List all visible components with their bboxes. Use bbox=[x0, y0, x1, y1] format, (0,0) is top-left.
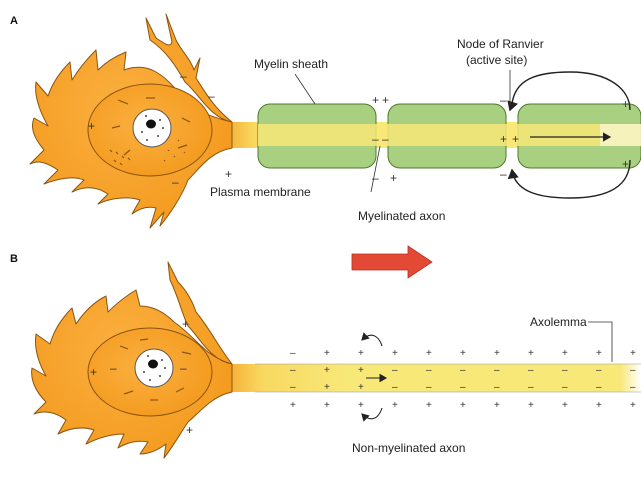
minus-charge: – bbox=[528, 382, 534, 393]
svg-text:+: + bbox=[182, 317, 189, 331]
minus-charge: – bbox=[460, 382, 466, 393]
plus-charge: + bbox=[358, 382, 364, 393]
minus-charge: – bbox=[426, 365, 432, 376]
svg-text:–: – bbox=[110, 361, 117, 375]
direction-arrow bbox=[352, 246, 432, 278]
local-current-lower bbox=[362, 408, 382, 419]
neuron-a-nucleus bbox=[133, 109, 171, 147]
minus-charge: – bbox=[630, 382, 636, 393]
plus-charge: + bbox=[392, 400, 398, 411]
minus-charge: – bbox=[494, 365, 500, 376]
plus-charge: + bbox=[324, 348, 330, 359]
neuron-a bbox=[30, 14, 232, 228]
minus-charge: – bbox=[426, 382, 432, 393]
svg-text:+: + bbox=[500, 132, 507, 146]
label-myelin-sheath: Myelin sheath bbox=[254, 57, 328, 71]
svg-text:+: + bbox=[512, 132, 519, 146]
svg-text:–: – bbox=[208, 89, 215, 103]
neuron-b-nucleus bbox=[135, 349, 173, 387]
minus-charge: – bbox=[630, 365, 636, 376]
svg-text:–: – bbox=[500, 93, 507, 107]
plus-charge: + bbox=[426, 348, 432, 359]
plus-charge: + bbox=[494, 400, 500, 411]
svg-text:–: – bbox=[382, 132, 389, 146]
minus-charge: – bbox=[528, 365, 534, 376]
plus-charge: + bbox=[324, 365, 330, 376]
minus-charge: – bbox=[290, 365, 296, 376]
plus-charge: + bbox=[528, 400, 534, 411]
svg-text:+: + bbox=[88, 119, 95, 133]
plus-charge: + bbox=[358, 365, 364, 376]
plus-charge: + bbox=[460, 400, 466, 411]
label-plasma-membrane: Plasma membrane bbox=[210, 185, 311, 199]
plus-charge: + bbox=[358, 400, 364, 411]
svg-text:+: + bbox=[186, 423, 193, 437]
plus-charge: + bbox=[358, 348, 364, 359]
plus-charge: + bbox=[392, 348, 398, 359]
label-active-site: (active site) bbox=[466, 53, 527, 67]
minus-charge: – bbox=[562, 365, 568, 376]
plus-charge: + bbox=[596, 348, 602, 359]
panel-b-label: B bbox=[10, 253, 18, 265]
minus-charge: – bbox=[494, 382, 500, 393]
minus-charge: – bbox=[460, 365, 466, 376]
minus-charge: – bbox=[596, 382, 602, 393]
plus-charge: + bbox=[324, 400, 330, 411]
plus-charge: + bbox=[290, 400, 296, 411]
svg-text:–: – bbox=[372, 171, 379, 185]
svg-text:–: – bbox=[180, 69, 187, 83]
plus-charge: + bbox=[426, 400, 432, 411]
plus-charge: + bbox=[630, 348, 636, 359]
minus-charge: – bbox=[392, 382, 398, 393]
minus-charge: – bbox=[290, 382, 296, 393]
svg-text:+: + bbox=[372, 93, 379, 107]
plus-charge: + bbox=[324, 382, 330, 393]
plus-charge: + bbox=[630, 400, 636, 411]
svg-text:+: + bbox=[382, 93, 389, 107]
plus-charge: + bbox=[528, 348, 534, 359]
svg-text:+: + bbox=[225, 167, 232, 181]
plus-charge: + bbox=[494, 348, 500, 359]
plus-charge: + bbox=[460, 348, 466, 359]
minus-charge: – bbox=[596, 365, 602, 376]
svg-text:–: – bbox=[172, 175, 179, 189]
svg-text:–: – bbox=[372, 132, 379, 146]
svg-text:+: + bbox=[390, 171, 397, 185]
label-node-of-ranvier: Node of Ranvier bbox=[457, 37, 544, 51]
neuron-b bbox=[32, 262, 232, 458]
plus-charge: + bbox=[562, 348, 568, 359]
svg-text:+: + bbox=[90, 365, 97, 379]
plus-charge: + bbox=[562, 400, 568, 411]
plus-charge: + bbox=[596, 400, 602, 411]
svg-text:+: + bbox=[622, 97, 629, 111]
svg-text:+: + bbox=[622, 157, 629, 171]
label-myelinated-axon: Myelinated axon bbox=[358, 209, 445, 223]
svg-text:–: – bbox=[180, 361, 187, 375]
minus-charge: – bbox=[562, 382, 568, 393]
svg-text:–: – bbox=[500, 167, 507, 181]
label-axolemma: Axolemma bbox=[530, 315, 587, 329]
label-non-myelinated-axon: Non-myelinated axon bbox=[352, 441, 465, 455]
myelinated-axon-interior bbox=[258, 124, 641, 146]
minus-charge: – bbox=[392, 365, 398, 376]
panel-a-label: A bbox=[10, 15, 18, 27]
local-current-upper bbox=[362, 335, 382, 346]
minus-charge: – bbox=[290, 348, 296, 359]
